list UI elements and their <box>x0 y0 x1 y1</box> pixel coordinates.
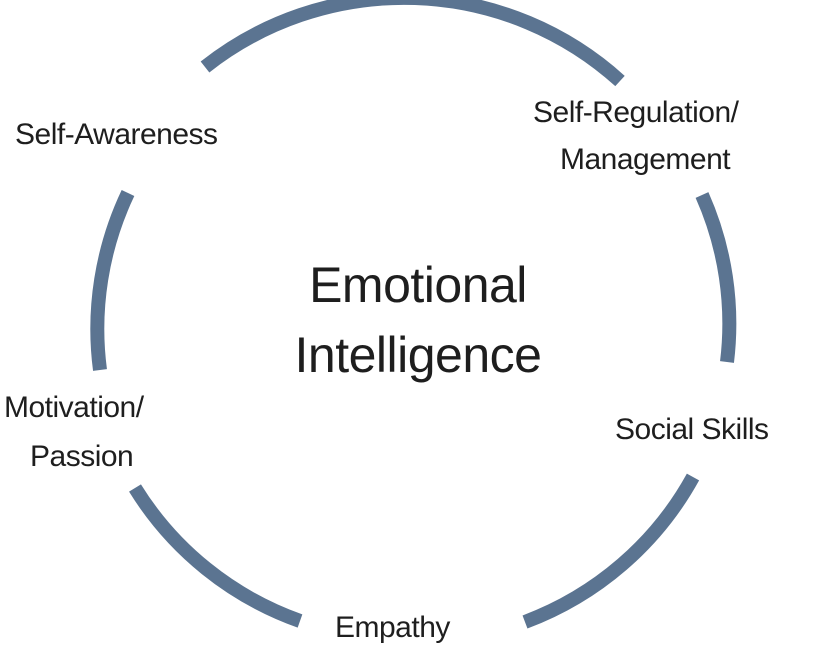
label-empathy: Empathy <box>335 611 450 644</box>
label-self-awareness: Self-Awareness <box>15 118 218 151</box>
center-title-line2: Intelligence <box>294 327 542 383</box>
label-self-regulation-line1: Self-Regulation/ <box>533 96 739 129</box>
label-social-skills: Social Skills <box>615 413 769 446</box>
center-title-line1: Emotional <box>309 257 527 313</box>
ring-arc-top <box>200 0 625 87</box>
ring-arc-bottom-right <box>522 473 700 629</box>
ring-arc-bottom-left <box>129 484 303 628</box>
label-motivation-line1: Motivation/ <box>4 391 144 424</box>
label-self-regulation-line2: Management <box>560 143 731 176</box>
ring-arc-right <box>695 192 737 363</box>
label-motivation-line2: Passion <box>30 440 134 473</box>
ring-arc-left <box>90 189 135 371</box>
